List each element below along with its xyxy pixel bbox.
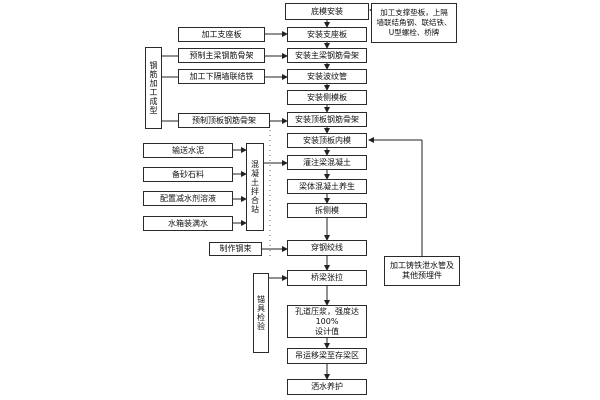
anchor-check-label: 锚具检验 [253,273,269,353]
step-grouting: 孔道压浆，强度达100% 设计值 [287,305,367,338]
material-admixture: 配置减水剂溶液 [143,191,233,206]
rebar-shaping-text: 钢筋加工成型 [149,61,158,115]
step-bottom-formwork: 底模安装 [285,3,369,20]
step-lift-to-storage: 吊运移梁至存梁区 [287,348,367,364]
material-aggregate: 备砂石料 [143,167,233,182]
material-cement: 输送水泥 [143,143,233,158]
prep-diaphragm: 加工下隔墙联结铁 [178,69,265,84]
prep-support-plate: 加工支座板 [178,27,265,42]
step-water-curing: 洒水养护 [287,379,367,395]
prep-top-cage: 预制顶板钢筋骨架 [178,113,270,128]
step-install-main-cage: 安装主梁钢筋骨架 [287,48,367,63]
prep-top-box: 加工支撑垫板，上隔 墙联结角钢、联结铁、 U型螺栓、桥牌 [371,3,457,43]
step-tensioning: 桥梁张拉 [287,270,367,286]
mixing-station-label: 混凝土拌合站 [246,143,264,231]
rebar-shaping-label: 钢筋加工成型 [145,47,162,129]
mixing-station-text: 混凝土拌合站 [250,160,260,214]
material-water: 水箱装满水 [143,216,233,231]
prep-strand: 制作钢束 [209,242,262,256]
step-install-inner-formwork: 安装顶板内模 [287,133,367,148]
step-concrete-curing: 梁体混凝土养生 [287,179,367,194]
prep-drainage-pipe: 加工铸铁泄水管及 其他预埋件 [384,256,460,286]
step-pour-concrete: 灌注梁混凝土 [287,155,367,170]
prep-main-cage: 预制主梁钢筋骨架 [178,48,265,63]
step-install-side-formwork: 安装侧模板 [287,90,367,105]
anchor-check-text: 锚具检验 [256,295,266,331]
step-install-duct: 安装波纹管 [287,69,367,84]
step-install-support-plate: 安装支座板 [287,27,367,42]
step-install-top-cage: 安装顶板钢筋骨架 [287,112,367,127]
step-thread-strand: 穿钢绞线 [287,240,367,256]
step-remove-side-formwork: 拆侧模 [287,203,367,218]
